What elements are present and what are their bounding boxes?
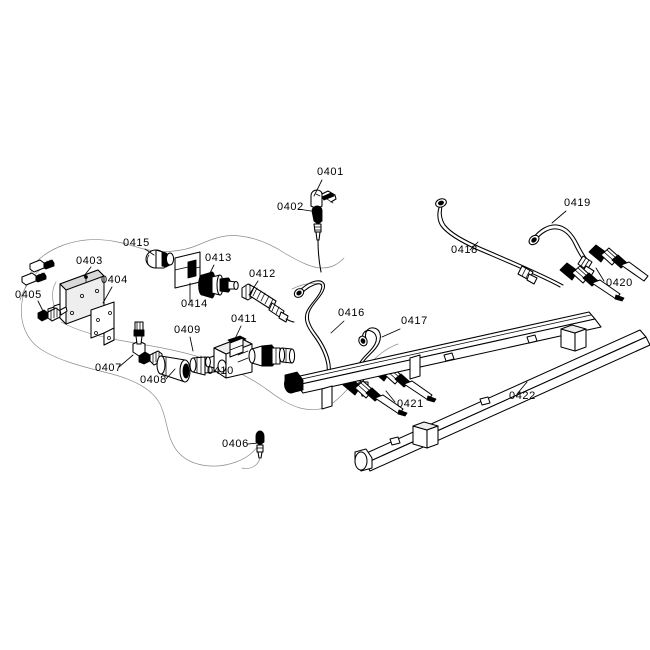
part-0404-mounting-bracket-plate xyxy=(90,301,115,346)
part-0419-curved-tube xyxy=(528,224,595,277)
leader-line-0417 xyxy=(381,328,401,338)
part-label-0408[interactable]: 0408 xyxy=(140,374,167,386)
part-0414-flat-bracket xyxy=(174,251,201,289)
part-label-0419[interactable]: 0419 xyxy=(564,197,591,209)
leader-line-0404 xyxy=(102,286,113,304)
part-label-0404[interactable]: 0404 xyxy=(101,274,128,286)
part-0422-fuel-rail xyxy=(284,311,650,472)
leader-line-0413 xyxy=(208,264,215,276)
part-label-0422[interactable]: 0422 xyxy=(509,390,536,402)
leader-line-0420 xyxy=(595,267,605,282)
part-label-0409[interactable]: 0409 xyxy=(174,324,201,336)
labels-group: 0401 0402 0403 0404 0405 0406 0407 0408 0409 0410… xyxy=(15,166,633,450)
leader-lines-group xyxy=(37,179,605,445)
leader-line-0421 xyxy=(385,390,396,403)
part-label-0405[interactable]: 0405 xyxy=(15,289,42,301)
part-0418-long-tube xyxy=(435,198,564,288)
leader-line-0402 xyxy=(297,208,312,212)
part-label-0413[interactable]: 0413 xyxy=(205,252,232,264)
part-0412-flexible-hose xyxy=(241,283,295,323)
part-label-0421[interactable]: 0421 xyxy=(397,398,424,410)
leader-line-0406 xyxy=(247,442,259,445)
part-label-0416[interactable]: 0416 xyxy=(338,307,365,319)
part-0410-valve-block xyxy=(205,335,253,379)
part-0415-round-cap xyxy=(145,249,175,269)
part-0413-solenoid-valve xyxy=(198,271,239,299)
part-label-0415[interactable]: 0415 xyxy=(123,237,150,249)
leader-line-0403 xyxy=(83,266,92,277)
part-label-0402[interactable]: 0402 xyxy=(277,201,304,213)
part-label-0417[interactable]: 0417 xyxy=(401,315,428,327)
part-label-0414[interactable]: 0414 xyxy=(181,298,208,310)
screw-pair xyxy=(21,259,55,286)
leader-line-0419 xyxy=(551,210,567,224)
part-0421-injector-lower xyxy=(342,377,408,417)
leader-line-0415 xyxy=(144,248,155,256)
part-label-0420[interactable]: 0420 xyxy=(606,277,633,289)
leader-line-0411 xyxy=(233,325,242,342)
part-label-0418[interactable]: 0418 xyxy=(451,244,478,256)
part-label-0412[interactable]: 0412 xyxy=(249,268,276,280)
part-0420-injector-lower xyxy=(559,262,625,302)
part-0405-hose-fitting xyxy=(37,306,68,322)
part-0406-small-fitting xyxy=(241,430,265,469)
leader-line-0408 xyxy=(165,368,176,380)
ghost-chassis-outline xyxy=(19,235,399,467)
leader-line-0412 xyxy=(248,280,259,296)
part-label-0401[interactable]: 0401 xyxy=(317,166,344,178)
part-label-0411[interactable]: 0411 xyxy=(231,313,257,325)
leader-line-0416 xyxy=(330,320,345,334)
part-label-0410[interactable]: 0410 xyxy=(207,365,234,377)
part-0420-injector-upper xyxy=(588,244,649,282)
part-label-0403[interactable]: 0403 xyxy=(76,255,103,267)
part-label-0406[interactable]: 0406 xyxy=(222,438,249,450)
leader-line-0409 xyxy=(189,336,194,352)
leader-line-0401 xyxy=(313,179,323,197)
part-label-0407[interactable]: 0407 xyxy=(95,362,122,374)
part-0411-union-fitting xyxy=(248,344,296,367)
part-0402-inline-connector xyxy=(311,205,323,273)
part-0408-cylinder-body xyxy=(156,355,191,383)
part-0421-injector-upper xyxy=(371,363,437,403)
leader-line-0422 xyxy=(516,381,528,395)
leader-line-0407 xyxy=(118,354,134,368)
leader-line-0418 xyxy=(469,241,479,251)
leader-line-0405 xyxy=(37,300,45,314)
part-0401-elbow-fitting xyxy=(310,189,337,210)
